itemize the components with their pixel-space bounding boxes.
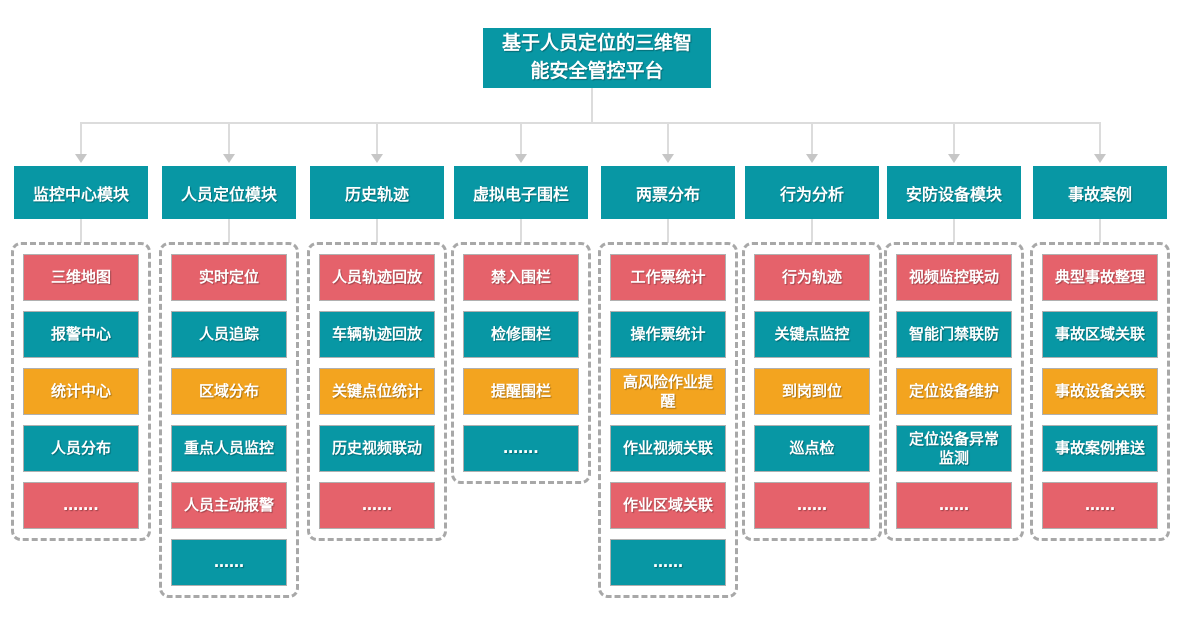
- header-group-connector: [953, 219, 955, 243]
- branch-horizontal-line: [80, 122, 1101, 124]
- feature-item: 人员轨迹回放: [319, 254, 435, 301]
- arrow-down-icon: [223, 154, 235, 163]
- feature-item: 报警中心: [23, 311, 139, 358]
- feature-item: 操作票统计: [610, 311, 726, 358]
- module-header-8: 事故案例: [1033, 166, 1167, 219]
- feature-item: 作业区域关联: [610, 482, 726, 529]
- feature-group-5: 工作票统计操作票统计高风险作业提醒作业视频关联作业区域关联 ……: [598, 242, 738, 598]
- module-header-2: 人员定位模块: [162, 166, 296, 219]
- feature-item: 禁入围栏: [463, 254, 579, 301]
- header-group-connector: [667, 219, 669, 243]
- feature-item: ……: [754, 482, 870, 529]
- feature-item: 作业视频关联: [610, 425, 726, 472]
- arrow-down-icon: [662, 154, 674, 163]
- feature-item: 视频监控联动: [896, 254, 1012, 301]
- feature-item: 人员分布: [23, 425, 139, 472]
- branch-drop-line: [520, 123, 522, 155]
- branch-drop-line: [376, 123, 378, 155]
- header-group-connector: [376, 219, 378, 243]
- feature-item: 工作票统计: [610, 254, 726, 301]
- branch-drop-line: [811, 123, 813, 155]
- feature-item: 重点人员监控: [171, 425, 287, 472]
- feature-item: 区域分布: [171, 368, 287, 415]
- branch-drop-line: [80, 123, 82, 155]
- module-header-4: 虚拟电子围栏: [454, 166, 588, 219]
- header-group-connector: [1099, 219, 1101, 243]
- branch-drop-line: [1099, 123, 1101, 155]
- feature-group-4: 禁入围栏检修围栏提醒围栏 …….: [451, 242, 591, 484]
- feature-item: 巡点检: [754, 425, 870, 472]
- feature-item: 行为轨迹: [754, 254, 870, 301]
- header-group-connector: [811, 219, 813, 243]
- feature-item: 关键点监控: [754, 311, 870, 358]
- arrow-down-icon: [948, 154, 960, 163]
- feature-item: 三维地图: [23, 254, 139, 301]
- feature-item: ……: [610, 539, 726, 586]
- feature-item: 典型事故整理: [1042, 254, 1158, 301]
- root-node: 基于人员定位的三维智 能安全管控平台: [483, 28, 711, 88]
- feature-item: 统计中心: [23, 368, 139, 415]
- feature-item: …….: [463, 425, 579, 472]
- feature-item: 提醒围栏: [463, 368, 579, 415]
- arrow-down-icon: [75, 154, 87, 163]
- branch-drop-line: [953, 123, 955, 155]
- branch-drop-line: [667, 123, 669, 155]
- feature-group-8: 典型事故整理事故区域关联事故设备关联事故案例推送 ……: [1030, 242, 1170, 541]
- feature-group-2: 实时定位人员追踪区域分布重点人员监控人员主动报警 ……: [159, 242, 299, 598]
- feature-item: 到岗到位: [754, 368, 870, 415]
- feature-item: 高风险作业提醒: [610, 368, 726, 415]
- feature-item: 事故设备关联: [1042, 368, 1158, 415]
- feature-item: 智能门禁联防: [896, 311, 1012, 358]
- arrow-down-icon: [1094, 154, 1106, 163]
- feature-item: 定位设备异常监测: [896, 425, 1012, 472]
- feature-item: 人员主动报警: [171, 482, 287, 529]
- header-group-connector: [520, 219, 522, 243]
- module-header-6: 行为分析: [745, 166, 879, 219]
- feature-group-1: 三维地图报警中心统计中心人员分布 …….: [11, 242, 151, 541]
- feature-item: ……: [171, 539, 287, 586]
- feature-item: 事故案例推送: [1042, 425, 1158, 472]
- feature-item: …….: [23, 482, 139, 529]
- arrow-down-icon: [806, 154, 818, 163]
- feature-item: 关键点位统计: [319, 368, 435, 415]
- branch-drop-line: [228, 123, 230, 155]
- feature-item: ……: [319, 482, 435, 529]
- feature-item: 人员追踪: [171, 311, 287, 358]
- root-node-title-line1: 基于人员定位的三维智: [501, 32, 692, 55]
- module-header-5: 两票分布: [601, 166, 735, 219]
- arrow-down-icon: [515, 154, 527, 163]
- feature-item: 历史视频联动: [319, 425, 435, 472]
- root-node-title-line2: 能安全管控平台: [530, 60, 664, 82]
- feature-item: 实时定位: [171, 254, 287, 301]
- feature-group-7: 视频监控联动智能门禁联防定位设备维护定位设备异常监测 ……: [884, 242, 1024, 541]
- header-group-connector: [80, 219, 82, 243]
- root-connector-line: [591, 88, 593, 123]
- feature-item: 检修围栏: [463, 311, 579, 358]
- module-header-7: 安防设备模块: [887, 166, 1021, 219]
- arrow-down-icon: [371, 154, 383, 163]
- feature-item: ……: [1042, 482, 1158, 529]
- feature-item: ……: [896, 482, 1012, 529]
- feature-group-6: 行为轨迹关键点监控到岗到位巡点检 ……: [742, 242, 882, 541]
- header-group-connector: [228, 219, 230, 243]
- feature-item: 车辆轨迹回放: [319, 311, 435, 358]
- feature-item: 事故区域关联: [1042, 311, 1158, 358]
- feature-item: 定位设备维护: [896, 368, 1012, 415]
- feature-group-3: 人员轨迹回放车辆轨迹回放关键点位统计历史视频联动 ……: [307, 242, 447, 541]
- module-header-1: 监控中心模块: [14, 166, 148, 219]
- module-header-3: 历史轨迹: [310, 166, 444, 219]
